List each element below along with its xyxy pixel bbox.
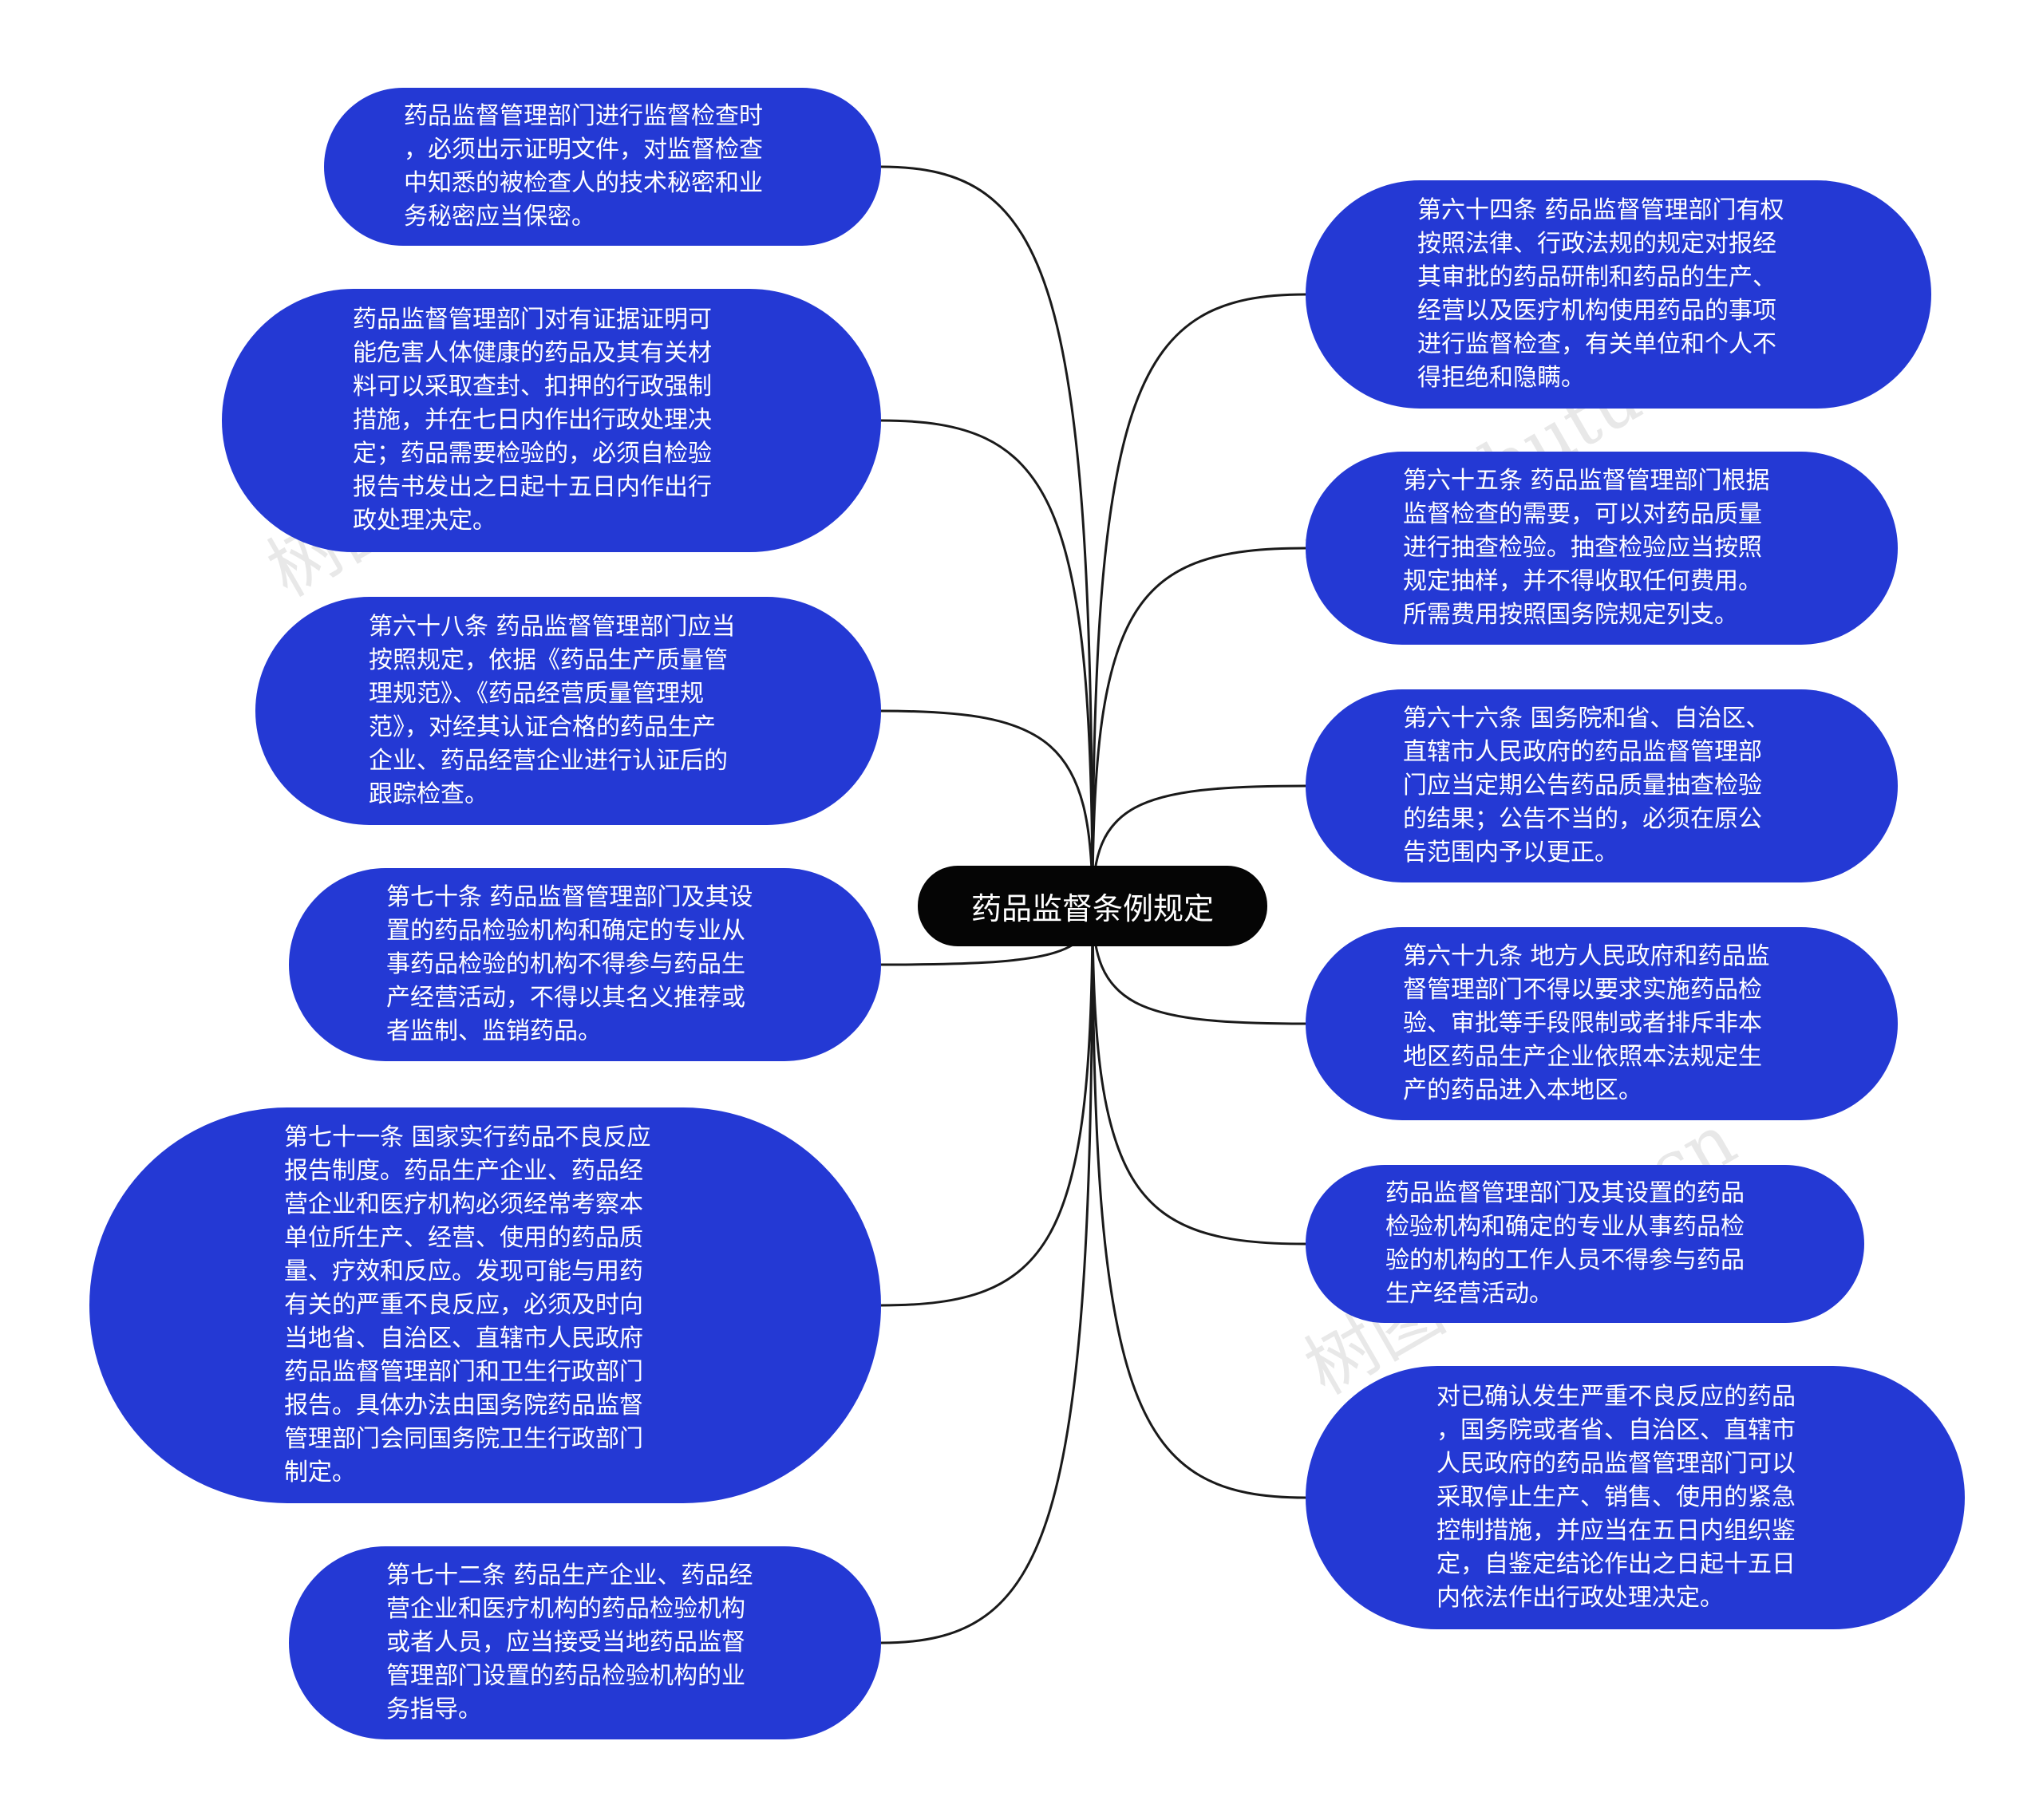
connector-line-8: [1091, 547, 1306, 906]
topic-node-article-64[interactable]: 第六十四条 药品监督管理部门有权 按照法律、行政法规的规定对报经 其审批的药品研…: [1306, 180, 1931, 409]
topic-node-text: 对已确认发生严重不良反应的药品 ，国务院或者省、自治区、直辖市 人民政府的药品监…: [1436, 1383, 1796, 1612]
topic-node-emergency-control[interactable]: 对已确认发生严重不良反应的药品 ，国务院或者省、自治区、直辖市 人民政府的药品监…: [1306, 1366, 1965, 1629]
topic-node-inspection-confidentiality[interactable]: 药品监督管理部门进行监督检查时 ，必须出示证明文件，对监督检查 中知悉的被检查人…: [324, 88, 881, 246]
topic-node-text: 第六十四条 药品监督管理部门有权 按照法律、行政法规的规定对报经 其审批的药品研…: [1417, 196, 1784, 392]
connector-line-7: [1091, 293, 1306, 906]
connector-line-6: [880, 905, 1094, 1644]
topic-node-article-70[interactable]: 第七十条 药品监督管理部门及其设 置的药品检验机构和确定的专业从 事药品检验的机…: [289, 868, 881, 1061]
topic-node-text: 药品监督管理部门对有证据证明可 能危害人体健康的药品及其有关材 料可以采取查封、…: [353, 306, 712, 535]
topic-node-article-69[interactable]: 第六十九条 地方人民政府和药品监 督管理部门不得以要求实施药品检 验、审批等手段…: [1306, 927, 1898, 1120]
topic-node-text: 第六十五条 药品监督管理部门根据 监督检查的需要，可以对药品质量 进行抽查检验。…: [1403, 467, 1770, 629]
topic-node-text: 药品监督管理部门及其设置的药品 检验机构和确定的专业从事药品检 验的机构的工作人…: [1385, 1179, 1745, 1308]
topic-node-text: 第六十六条 国务院和省、自治区、 直辖市人民政府的药品监督管理部 门应当定期公告…: [1403, 705, 1770, 867]
topic-node-staff-restriction[interactable]: 药品监督管理部门及其设置的药品 检验机构和确定的专业从事药品检 验的机构的工作人…: [1306, 1165, 1864, 1323]
connector-line-5: [880, 905, 1094, 1307]
topic-node-article-72[interactable]: 第七十二条 药品生产企业、药品经 营企业和医疗机构的药品检验机构 或者人员，应当…: [289, 1546, 881, 1739]
topic-node-article-71[interactable]: 第七十一条 国家实行药品不良反应 报告制度。药品生产企业、药品经 营企业和医疗机…: [89, 1107, 881, 1503]
topic-node-article-65[interactable]: 第六十五条 药品监督管理部门根据 监督检查的需要，可以对药品质量 进行抽查检验。…: [1306, 452, 1898, 645]
connector-line-1: [880, 165, 1094, 906]
central-topic[interactable]: 药品监督条例规定: [918, 866, 1267, 946]
topic-node-text: 第七十二条 药品生产企业、药品经 营企业和医疗机构的药品检验机构 或者人员，应当…: [386, 1561, 753, 1723]
central-topic-label: 药品监督条例规定: [970, 891, 1214, 926]
topic-node-text: 第七十一条 国家实行药品不良反应 报告制度。药品生产企业、药品经 营企业和医疗机…: [284, 1123, 651, 1486]
topic-node-text: 第六十八条 药品监督管理部门应当 按照规定，依据《药品生产质量管 理规范》、《药…: [369, 613, 736, 808]
topic-node-seizure-measures[interactable]: 药品监督管理部门对有证据证明可 能危害人体健康的药品及其有关材 料可以采取查封、…: [222, 289, 881, 552]
connector-line-12: [1091, 905, 1306, 1499]
topic-node-text: 药品监督管理部门进行监督检查时 ，必须出示证明文件，对监督检查 中知悉的被检查人…: [404, 102, 763, 231]
topic-node-text: 第六十九条 地方人民政府和药品监 督管理部门不得以要求实施药品检 验、审批等手段…: [1403, 942, 1770, 1104]
connector-line-11: [1091, 905, 1306, 1246]
topic-node-article-68[interactable]: 第六十八条 药品监督管理部门应当 按照规定，依据《药品生产质量管 理规范》、《药…: [255, 597, 881, 825]
topic-node-article-66[interactable]: 第六十六条 国务院和省、自治区、 直辖市人民政府的药品监督管理部 门应当定期公告…: [1306, 689, 1898, 882]
connector-line-2: [880, 419, 1094, 906]
topic-node-text: 第七十条 药品监督管理部门及其设 置的药品检验机构和确定的专业从 事药品检验的机…: [386, 883, 753, 1045]
